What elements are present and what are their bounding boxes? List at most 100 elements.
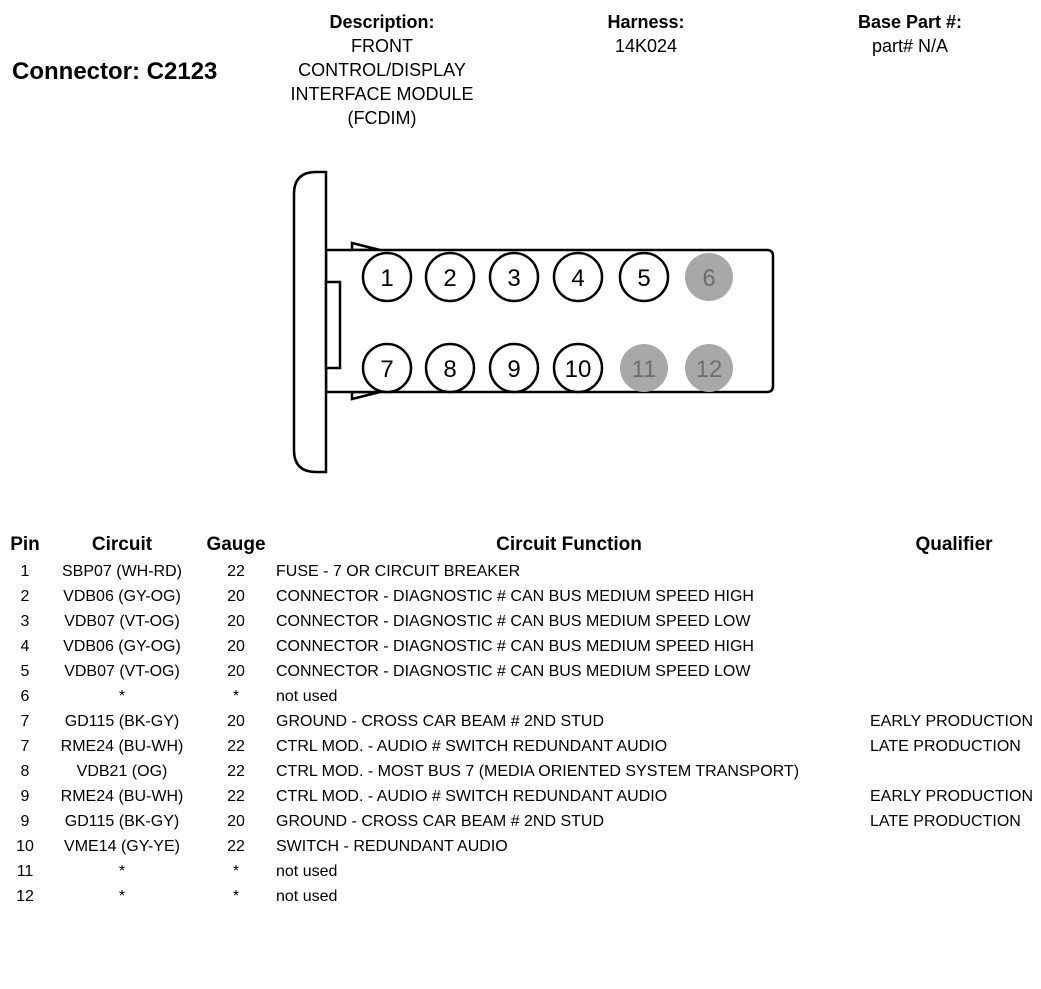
cell-pin: 9	[20, 788, 30, 805]
cell-qualifier	[862, 684, 1038, 709]
base-part-value: part# N/A	[871, 36, 949, 56]
cell-circuit: VDB06 (GY-OG)	[63, 588, 181, 605]
pin-table: Pin Circuit Gauge Circuit Function Quali…	[8, 531, 1038, 909]
cell-pin: 2	[20, 588, 30, 605]
description-line: FRONT	[351, 36, 413, 56]
pin-circle	[620, 344, 668, 392]
cell-pin: 6	[20, 688, 30, 705]
pin-3: 3	[488, 251, 540, 303]
cell-gauge: *	[232, 863, 240, 880]
header-function: Circuit Function	[496, 534, 642, 555]
pin-5: 5	[618, 251, 670, 303]
header-pin: Pin	[10, 534, 40, 555]
cell-circuit: *	[118, 863, 126, 880]
description-line: (FCDIM)	[347, 108, 417, 128]
cell-function: FUSE - 7 OR CIRCUIT BREAKER	[276, 563, 521, 580]
pin-number-label: 4	[571, 265, 584, 292]
pin-circle	[685, 253, 733, 301]
pin-7: 7	[361, 342, 413, 394]
cell-circuit: VDB06 (GY-OG)	[63, 638, 181, 655]
header-qualifier: Qualifier	[915, 534, 993, 555]
cell-function: GROUND - CROSS CAR BEAM # 2ND STUD	[276, 713, 605, 730]
cell-gauge: 22	[227, 838, 245, 855]
pin-11: 11	[620, 344, 668, 392]
connector-title: Connector: C2123	[12, 58, 218, 85]
cell-function: not used	[276, 863, 338, 880]
pin-number-label: 3	[507, 265, 520, 292]
cell-function: SWITCH - REDUNDANT AUDIO	[276, 838, 508, 855]
pin-number-label: 9	[507, 356, 520, 383]
cell-circuit: VDB07 (VT-OG)	[64, 613, 180, 630]
pin-circle	[552, 251, 604, 303]
pin-number-label: 5	[637, 265, 650, 292]
cell-pin: 7	[20, 738, 30, 755]
cell-qualifier	[862, 609, 1038, 634]
cell-circuit: VME14 (GY-YE)	[64, 838, 180, 855]
cell-function: CTRL MOD. - AUDIO # SWITCH REDUNDANT AUD…	[276, 788, 668, 805]
cell-function: CONNECTOR - DIAGNOSTIC # CAN BUS MEDIUM …	[276, 638, 754, 655]
cell-pin: 9	[20, 813, 30, 830]
description-line: CONTROL/DISPLAY	[298, 60, 466, 80]
table-row: 12**not used	[8, 884, 1038, 909]
cell-gauge: 22	[227, 738, 245, 755]
cell-qualifier	[862, 884, 1038, 909]
base-part-heading: Base Part #:	[857, 12, 963, 32]
cell-pin: 5	[20, 663, 30, 680]
cell-qualifier	[862, 834, 1038, 859]
cell-gauge: 20	[227, 663, 245, 680]
cell-qualifier: LATE PRODUCTION	[870, 738, 1021, 755]
cell-circuit: VDB07 (VT-OG)	[64, 663, 180, 680]
cell-gauge: 20	[227, 638, 245, 655]
harness-value: 14K024	[614, 36, 678, 56]
pin-number-label: 1	[380, 265, 393, 292]
table-row: 4 VDB06 (GY-OG) 20 CONNECTOR - DIAGNOSTIC #…	[8, 634, 1038, 659]
pin-number-label: 12	[696, 356, 723, 383]
header-gauge: Gauge	[206, 534, 266, 555]
cell-qualifier	[862, 584, 1038, 609]
pin-1: 1	[361, 251, 413, 303]
pin-4: 4	[552, 251, 604, 303]
cell-gauge: 20	[227, 613, 245, 630]
cell-gauge: *	[232, 888, 240, 905]
pin-number-label: 8	[443, 356, 456, 383]
pin-circle	[618, 251, 670, 303]
pin-number-label: 2	[443, 265, 456, 292]
harness-heading: Harness:	[607, 12, 685, 32]
pin-number-label: 10	[565, 356, 592, 383]
cell-gauge: 20	[227, 588, 245, 605]
table-row: 7 RME24 (BU-WH) 22 CTRL MOD. - AUDIO # SWIT…	[8, 734, 1038, 759]
cell-qualifier: LATE PRODUCTION	[870, 813, 1021, 830]
table-row: 11**not used	[8, 859, 1038, 884]
cell-gauge: *	[232, 688, 240, 705]
cell-circuit: GD115 (BK-GY)	[64, 813, 180, 830]
cell-circuit: RME24 (BU-WH)	[60, 738, 184, 755]
harness-block: Harness: 14K024	[566, 10, 726, 58]
cell-function: CTRL MOD. - MOST BUS 7 (MEDIA ORIENTED S…	[276, 763, 800, 780]
description-heading: Description:	[329, 12, 435, 32]
pin-10: 10	[552, 342, 604, 394]
cell-circuit: VDB21 (OG)	[76, 763, 168, 780]
cell-pin: 12	[16, 888, 34, 905]
pin-circle	[424, 251, 476, 303]
cell-pin: 8	[20, 763, 30, 780]
cell-function: CONNECTOR - DIAGNOSTIC # CAN BUS MEDIUM …	[276, 613, 751, 630]
cell-pin: 4	[20, 638, 30, 655]
cell-function: CTRL MOD. - AUDIO # SWITCH REDUNDANT AUD…	[276, 738, 668, 755]
header-circuit: Circuit	[91, 534, 153, 555]
cell-qualifier	[862, 759, 1038, 784]
pin-2: 2	[424, 251, 476, 303]
cell-gauge: 22	[227, 563, 245, 580]
cell-qualifier: EARLY PRODUCTION	[870, 713, 1033, 730]
cell-circuit: RME24 (BU-WH)	[60, 788, 184, 805]
pin-circle	[488, 342, 540, 394]
cell-circuit: SBP07 (WH-RD)	[61, 563, 182, 580]
